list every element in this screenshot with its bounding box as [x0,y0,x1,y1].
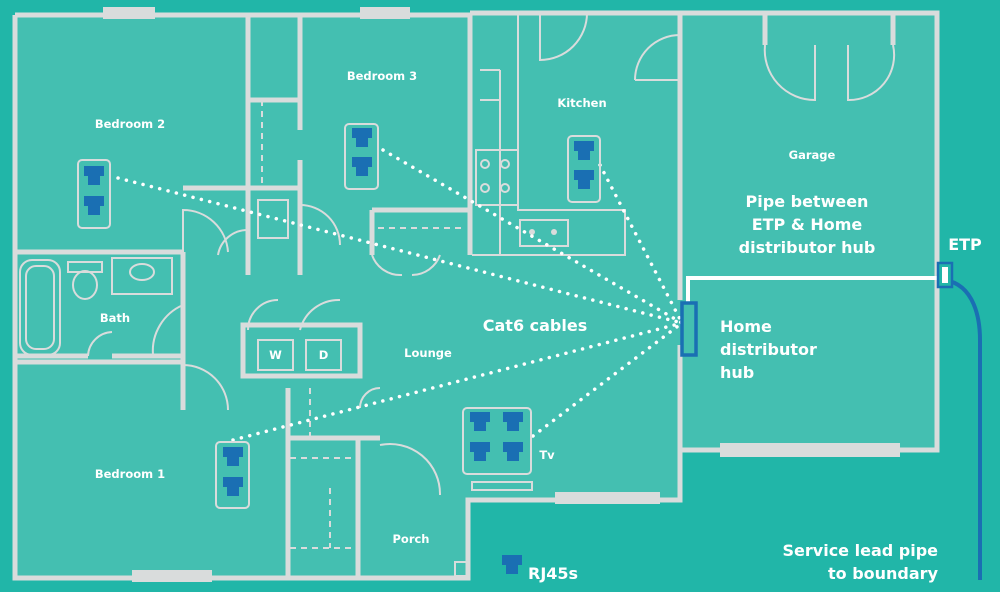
rj45-outlet-bedroom1 [215,441,250,509]
service-lead-pipe [944,278,982,580]
etp-label: ETP [948,235,982,254]
pipe-label-line3: distributor hub [739,238,876,257]
dryer-label: D [319,348,329,362]
washer-label: W [269,348,282,362]
room-label-tv: Tv [539,448,555,462]
pipe-label-line2: ETP & Home [752,215,863,234]
room-label-bedroom3: Bedroom 3 [347,69,417,83]
rj45-outlet-kitchen [567,135,601,203]
room-label-porch: Porch [392,532,429,546]
rj45-outlet-bedroom3 [344,123,379,190]
room-label-bedroom2: Bedroom 2 [95,117,165,131]
service-pipe-label-line2: to boundary [828,564,939,583]
cupboards [257,100,468,577]
cat6-cables-label: Cat6 cables [483,316,587,335]
room-label-bath: Bath [100,311,130,325]
home-distributor-hub [680,301,698,357]
room-label-lounge: Lounge [404,346,452,360]
room-label-kitchen: Kitchen [557,96,606,110]
hub-label-line3: hub [720,363,754,382]
room-label-garage: Garage [789,148,836,162]
door-swings [87,12,896,496]
hub-label-line2: distributor [720,340,817,359]
rj45-legend-icon [502,555,522,574]
windows [103,7,900,582]
pipe-label-line1: Pipe between [746,192,869,211]
service-pipe-label-line1: Service lead pipe [783,541,939,560]
etp-box [936,261,954,289]
rj45-legend-label: RJ45s [528,564,578,583]
room-label-bedroom1: Bedroom 1 [95,467,165,481]
bath-fixtures [19,257,173,356]
cat6-cables [116,148,684,442]
laundry [257,339,342,371]
rj45-outlet-tv [462,407,532,475]
hub-label-line1: Home [720,317,772,336]
rj45-outlet-bedroom2 [77,159,111,229]
